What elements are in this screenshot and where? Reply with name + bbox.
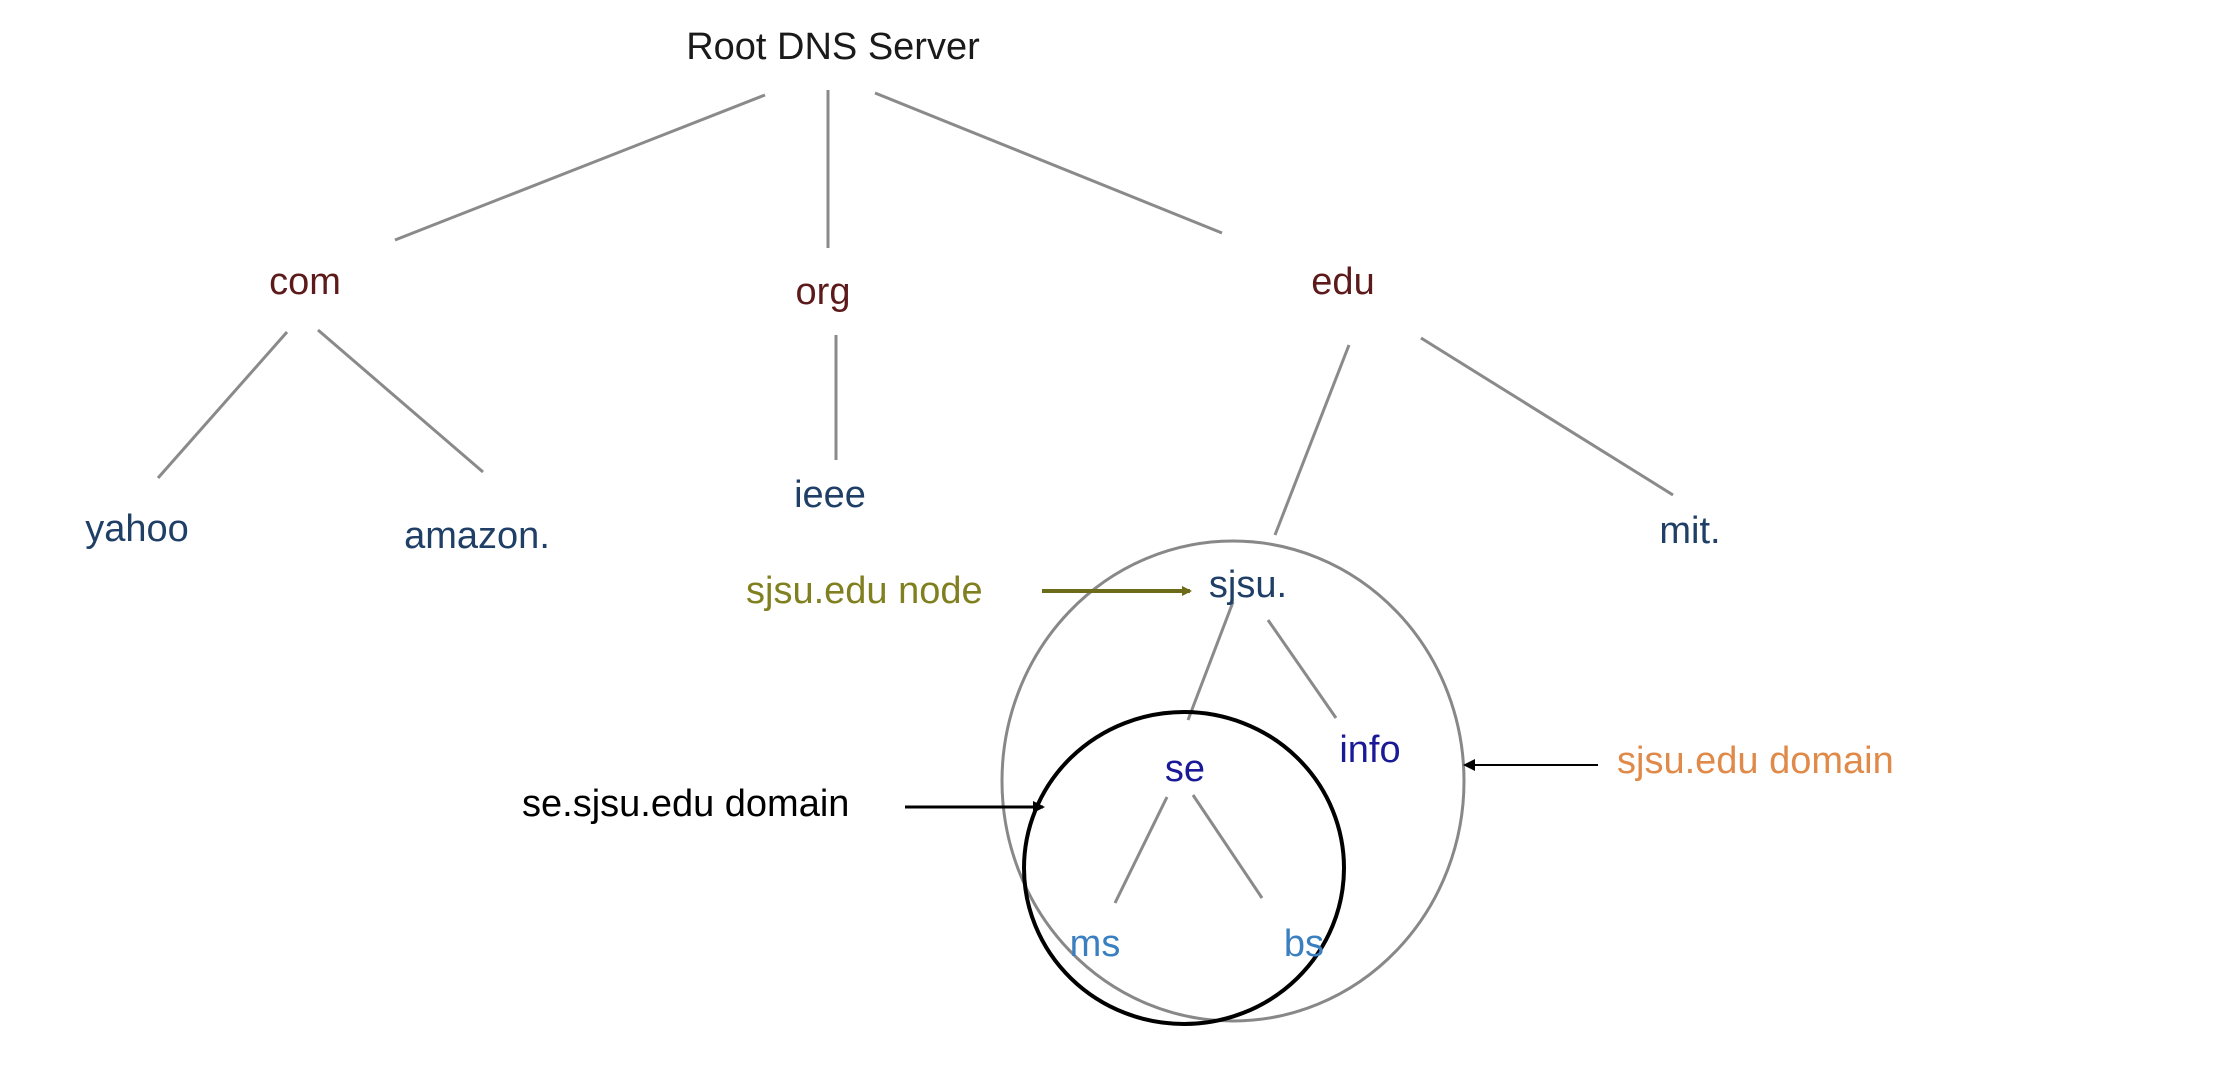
- node-ms-label: ms: [1070, 923, 1121, 965]
- edge-edu-sjsu: [1273, 344, 1351, 536]
- edge-se-ms: [1113, 796, 1169, 904]
- edge-root-edu: [874, 91, 1223, 235]
- edge-root-com: [394, 93, 766, 242]
- node-sjsu-label: sjsu.: [1209, 564, 1287, 606]
- se-sjsu-edu-domain-annotation: se.sjsu.edu domain: [522, 783, 849, 825]
- edge-sjsu-info: [1266, 619, 1338, 719]
- sjsu-domain-circle: [1000, 539, 1466, 1023]
- sjsu-edu-node-annotation: sjsu.edu node: [746, 570, 983, 612]
- se-domain-circle: [1022, 710, 1346, 1026]
- node-mit-label: mit.: [1659, 510, 1720, 552]
- edge-com-amazon: [317, 328, 484, 474]
- edge-com-yahoo: [156, 331, 289, 479]
- node-ieee-label: ieee: [794, 474, 866, 516]
- node-yahoo-label: yahoo: [85, 508, 189, 550]
- edge-se-bs: [1191, 794, 1264, 899]
- tld-edu-label: edu: [1311, 261, 1374, 303]
- sjsu-edu-domain-annotation: sjsu.edu domain: [1617, 740, 1894, 782]
- edge-edu-mit: [1420, 336, 1674, 497]
- root-dns-server-label: Root DNS Server: [686, 26, 980, 68]
- tld-com-label: com: [269, 261, 341, 303]
- node-bs-label: bs: [1284, 923, 1324, 965]
- node-info-label: info: [1339, 729, 1400, 771]
- edge-sjsu-se: [1186, 601, 1235, 721]
- node-amazon-label: amazon.: [404, 515, 550, 557]
- tld-org-label: org: [796, 271, 851, 313]
- node-se-label: se: [1165, 748, 1205, 790]
